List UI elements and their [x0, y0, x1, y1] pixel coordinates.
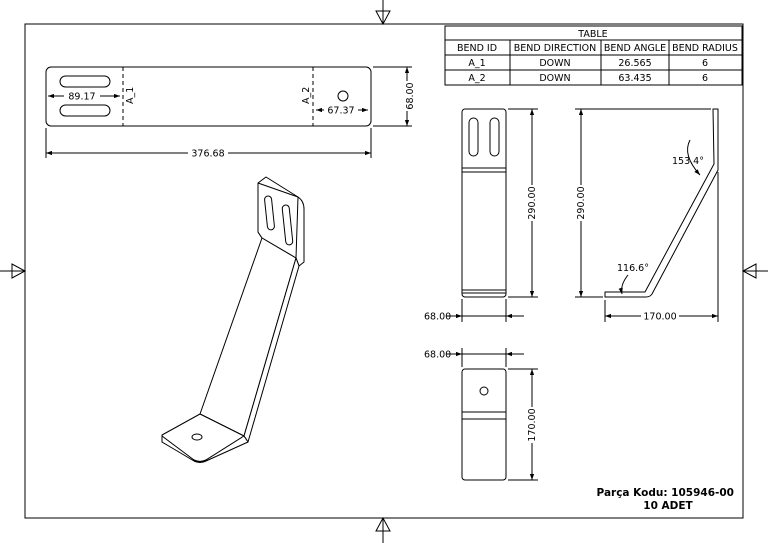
bend-table-cell: A_1	[468, 58, 485, 69]
bend-table-cell: 26.565	[618, 58, 651, 69]
dim-hole-offset: 67.37	[327, 106, 354, 117]
side-view	[575, 108, 719, 322]
flat-pattern-view	[45, 66, 412, 158]
bend-table-title: TABLE	[577, 29, 607, 40]
bottom-view	[446, 348, 538, 481]
slot-outline	[281, 204, 294, 246]
bend-table-cell: A_2	[468, 73, 485, 84]
slot-outline	[59, 104, 111, 117]
slot-outline	[264, 195, 275, 231]
dim-side-height: 290.00	[576, 186, 587, 219]
bend-table-cell: DOWN	[539, 58, 570, 69]
quantity: 10 ADET	[643, 500, 693, 512]
slot-outline	[59, 75, 111, 88]
bend-table-header-radius: BEND RADIUS	[672, 43, 738, 54]
centering-mark-top	[375, 0, 391, 26]
angle-bottom: 116.6°	[617, 263, 649, 274]
dim-side-depth: 170.00	[643, 312, 676, 323]
isometric-view	[161, 176, 305, 463]
centering-mark-left	[0, 263, 27, 279]
angle-top: 153.4°	[672, 156, 704, 167]
dim-slot-offset: 89.17	[68, 92, 95, 103]
bend-table-cell: DOWN	[539, 73, 570, 84]
dim-overall-length: 376.68	[191, 149, 224, 160]
bend-table-header-id: BEND ID	[457, 43, 497, 54]
hole-outline	[191, 433, 203, 441]
bend-table-cell: 63.435	[618, 73, 651, 84]
hole-outline	[479, 386, 489, 396]
bend-label-a1: A_1	[125, 87, 136, 104]
hole-outline	[337, 90, 349, 102]
centering-mark-right	[741, 263, 768, 279]
dim-front-width: 68.00	[424, 312, 451, 323]
bend-table: TABLE BEND ID BEND DIRECTION BEND ANGLE …	[444, 25, 743, 86]
bend-table-header-angle: BEND ANGLE	[604, 43, 666, 54]
centering-mark-bottom	[375, 516, 391, 543]
slot-outline	[489, 117, 500, 157]
bend-table-cell: 6	[702, 73, 708, 84]
dim-front-height: 290.00	[527, 186, 538, 219]
dim-bottom-depth: 170.00	[527, 408, 538, 441]
slot-outline	[468, 117, 479, 157]
dim-bottom-width: 68.00	[424, 350, 451, 361]
bend-table-header-direction: BEND DIRECTION	[514, 43, 597, 54]
dim-flat-width: 68.00	[405, 82, 416, 109]
part-code: Parça Kodu: 105946-00	[597, 487, 734, 499]
bend-label-a2: A_2	[301, 87, 312, 104]
bend-table-cell: 6	[702, 58, 708, 69]
